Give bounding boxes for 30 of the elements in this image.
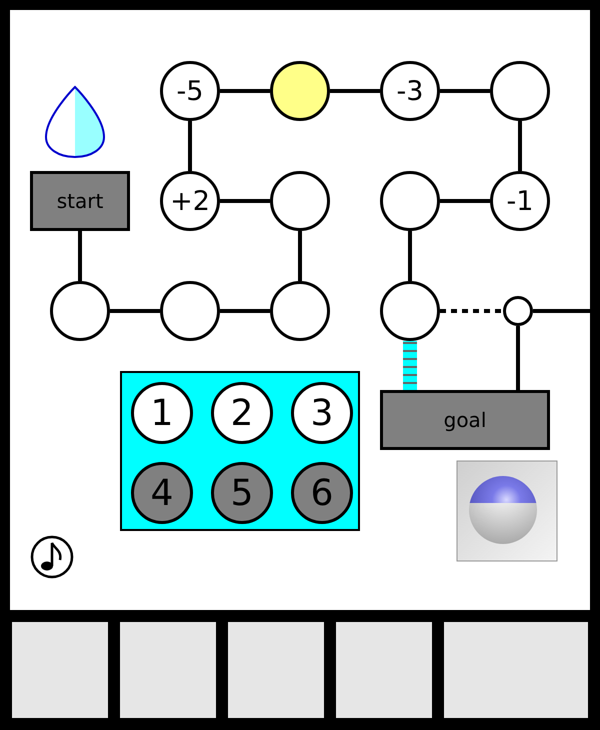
connector-line	[440, 89, 490, 93]
digit-button: 4	[131, 462, 193, 524]
button-panel	[120, 371, 360, 531]
connector-line	[518, 121, 522, 171]
digit-button: 5	[211, 462, 273, 524]
connector-line	[220, 309, 270, 313]
digit-button: 6	[291, 462, 353, 524]
connector-line	[408, 231, 412, 281]
connector-line	[220, 199, 270, 203]
dashed-line	[440, 309, 503, 313]
inventory-slot	[336, 622, 432, 718]
goal-box: goal	[380, 390, 550, 450]
digit-button: 1	[131, 382, 193, 444]
connector-line	[220, 89, 270, 93]
inventory-slot	[12, 622, 108, 718]
inventory-slot	[120, 622, 216, 718]
ladder	[403, 341, 417, 390]
inventory-slot	[444, 622, 588, 718]
connector-line	[78, 231, 82, 281]
connector-line	[330, 89, 380, 93]
start-button: start	[30, 171, 130, 231]
connector-line	[533, 309, 590, 313]
connector-line	[440, 199, 490, 203]
inventory-slot	[228, 622, 324, 718]
connector-line	[298, 231, 302, 281]
digit-button: 2	[211, 382, 273, 444]
digit-button: 3	[291, 382, 353, 444]
connector-line	[110, 309, 160, 313]
connector-line	[188, 121, 192, 171]
connector-line	[516, 326, 520, 390]
